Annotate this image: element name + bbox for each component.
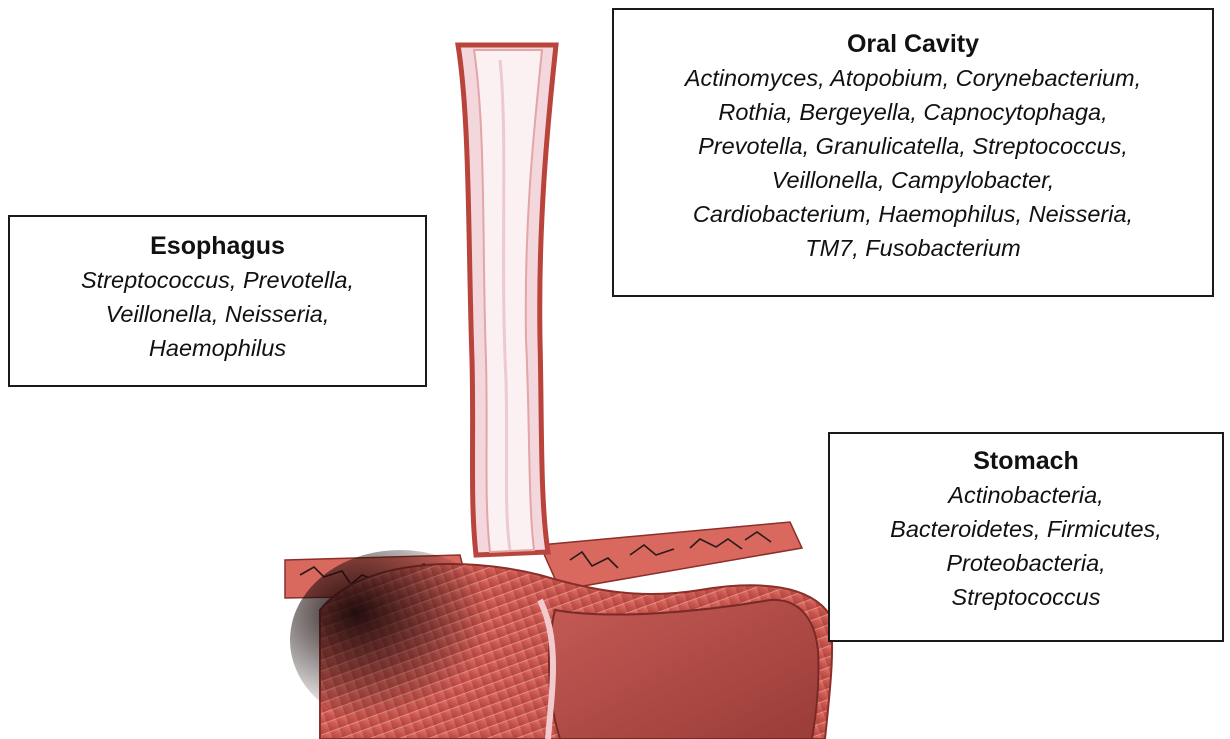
taxa-line: Rothia, Bergeyella, Capnocytophaga, [614,95,1212,129]
stomach-taxa: Actinobacteria, Bacteroidetes, Firmicute… [830,478,1222,614]
taxa-line: Actinomyces, Atopobium, Corynebacterium, [614,61,1212,95]
taxa-line: Proteobacteria, [830,546,1222,580]
oral-cavity-taxa: Actinomyces, Atopobium, Corynebacterium,… [614,61,1212,265]
taxa-line: Prevotella, Granulicatella, Streptococcu… [614,129,1212,163]
oral-cavity-box: Oral Cavity Actinomyces, Atopobium, Cory… [612,8,1214,297]
esophagus-title: Esophagus [10,229,425,263]
taxa-line: Actinobacteria, [830,478,1222,512]
oral-cavity-title: Oral Cavity [614,27,1212,61]
taxa-line: Streptococcus, Prevotella, [10,263,425,297]
esophagus-box: Esophagus Streptococcus, Prevotella, Vei… [8,215,427,387]
taxa-line: Streptococcus [830,580,1222,614]
esophagus-tube [458,45,556,555]
stomach-box: Stomach Actinobacteria, Bacteroidetes, F… [828,432,1224,642]
taxa-line: Cardiobacterium, Haemophilus, Neisseria, [614,197,1212,231]
esophagus-taxa: Streptococcus, Prevotella, Veillonella, … [10,263,425,365]
taxa-line: Bacteroidetes, Firmicutes, [830,512,1222,546]
taxa-line: Veillonella, Campylobacter, [614,163,1212,197]
taxa-line: Veillonella, Neisseria, [10,297,425,331]
taxa-line: Haemophilus [10,331,425,365]
stomach-title: Stomach [830,444,1222,478]
taxa-line: TM7, Fusobacterium [614,231,1212,265]
